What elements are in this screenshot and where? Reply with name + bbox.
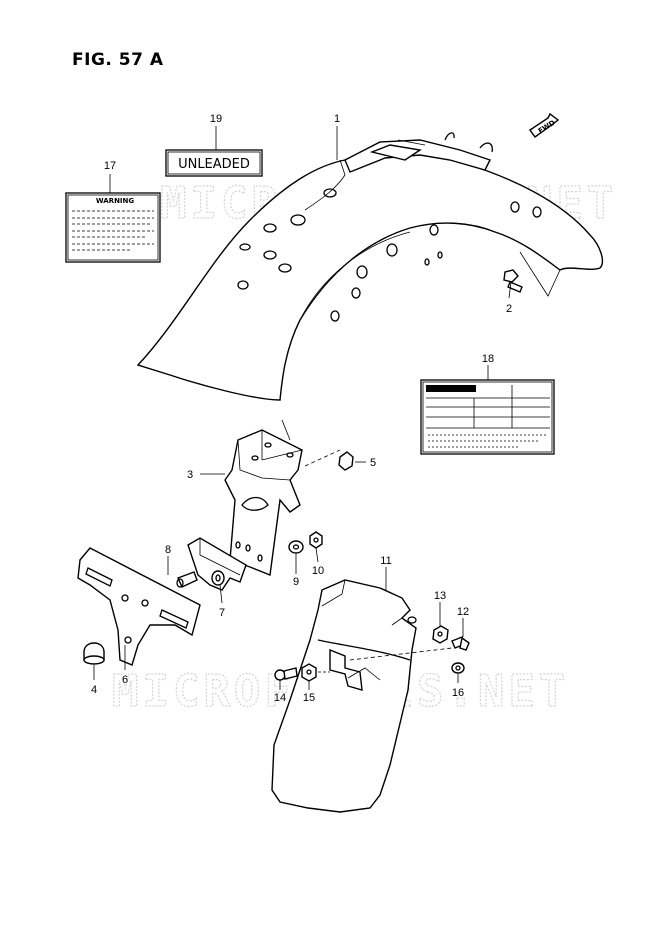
callout-1: 1 xyxy=(334,113,340,125)
nut-13 xyxy=(432,625,449,644)
fwd-arrow-text: FWD xyxy=(537,119,557,136)
mud-flap xyxy=(271,579,417,813)
callout-8: 8 xyxy=(165,544,171,556)
callout-2: 2 xyxy=(506,303,512,315)
callout-10: 10 xyxy=(312,565,324,577)
nut-15 xyxy=(301,663,317,682)
warning-label: WARNING xyxy=(65,192,161,263)
unleaded-label-text: UNLEADED xyxy=(178,157,250,172)
callout-19: 19 xyxy=(210,113,222,125)
nut-10 xyxy=(309,531,323,549)
unleaded-label: UNLEADED xyxy=(165,149,263,177)
callout-5: 5 xyxy=(370,457,376,469)
callout-15: 15 xyxy=(303,692,315,704)
callout-6: 6 xyxy=(122,674,128,686)
callout-9: 9 xyxy=(293,576,299,588)
warning-label-text: WARNING xyxy=(96,197,135,205)
tire-pressure-label xyxy=(420,379,555,455)
callout-4: 4 xyxy=(91,684,97,696)
callout-numbers: 1 2 3 4 5 6 7 8 9 10 11 12 13 14 15 16 1… xyxy=(91,113,512,704)
license-plate-bracket xyxy=(77,547,201,666)
fender-bracket xyxy=(224,429,303,576)
callout-18: 18 xyxy=(482,353,494,365)
callout-7: 7 xyxy=(219,607,225,619)
callout-16: 16 xyxy=(452,687,464,699)
washer-9 xyxy=(288,540,304,554)
plate-holder-7 xyxy=(187,537,247,591)
figure-title: FIG. 57 A xyxy=(72,50,164,70)
bolt-2 xyxy=(503,269,523,293)
cap-4 xyxy=(83,642,105,665)
callout-14: 14 xyxy=(274,692,286,704)
leader-lines xyxy=(93,126,512,690)
callout-13: 13 xyxy=(434,590,446,602)
nut-5 xyxy=(338,451,354,471)
stud-8 xyxy=(176,571,198,588)
washer-16 xyxy=(451,662,465,674)
screw-12 xyxy=(451,636,470,651)
callout-17: 17 xyxy=(104,160,116,172)
fwd-arrow-icon: FWD xyxy=(529,112,560,138)
callout-12: 12 xyxy=(457,606,469,618)
rear-fender xyxy=(136,132,604,401)
callout-3: 3 xyxy=(187,469,193,481)
callout-11: 11 xyxy=(380,555,391,567)
